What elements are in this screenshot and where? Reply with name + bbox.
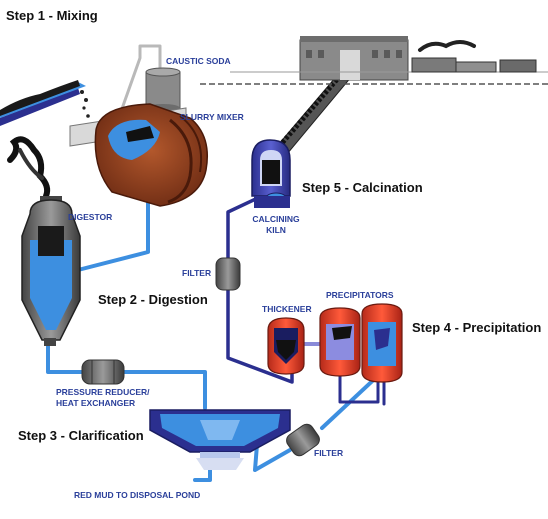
upper-filter-label: FILTER [182, 268, 211, 278]
slurry-mixer [69, 103, 208, 207]
step2-label: Step 2 - Digestion [98, 292, 208, 307]
digestor-outlet-pipe [46, 334, 84, 374]
precipitator-return-pipe [338, 368, 380, 404]
caustic-soda-label: CAUSTIC SODA [166, 56, 231, 66]
thickener-to-filter-pipe [226, 288, 294, 384]
pressure-reducer-label-line2: HEAT EXCHANGER [56, 398, 135, 408]
caustic-soda-tank [145, 67, 181, 112]
calcining-kiln [251, 139, 291, 208]
calcining-kiln-label-line1: CALCINING [252, 214, 300, 224]
lower-filter [286, 423, 320, 457]
red-mud-label: RED MUD TO DISPOSAL POND [74, 490, 200, 500]
pressure-reducer-label-line1: PRESSURE REDUCER/ [56, 387, 150, 397]
mixer-to-digestor-pipe [76, 188, 150, 272]
digestor-steam [7, 136, 51, 199]
train [411, 40, 537, 73]
calcining-kiln-label-line2: KILN [266, 225, 286, 235]
precipitators-label: PRECIPITATORS [326, 290, 394, 300]
storage-building [299, 36, 409, 81]
bauxite-conveyor [0, 80, 90, 126]
filter-to-kiln-pipe [226, 194, 264, 260]
caustic-soda-pipe [116, 44, 162, 122]
step4-label: Step 4 - Precipitation [412, 320, 541, 335]
clarifier [149, 409, 291, 470]
step1-label: Step 1 - Mixing [6, 8, 98, 23]
slurry-mixer-label: SLURRY MIXER [180, 112, 244, 122]
digestor-label: DIGESTOR [68, 212, 112, 222]
precipitator-2 [361, 303, 403, 383]
heat-exchanger-to-clarifier-pipe [122, 370, 207, 410]
thickener [267, 317, 305, 375]
step5-label: Step 5 - Calcination [302, 180, 423, 195]
precipitator-1 [319, 307, 361, 377]
labels: Step 1 - Mixing Step 2 - Digestion Step … [6, 8, 541, 500]
pressure-reducer-heat-exchanger [81, 359, 125, 385]
step3-label: Step 3 - Clarification [18, 428, 144, 443]
thickener-label: THICKENER [262, 304, 312, 314]
digestor [7, 136, 81, 346]
upper-filter [215, 257, 241, 291]
lower-filter-label: FILTER [314, 448, 343, 458]
